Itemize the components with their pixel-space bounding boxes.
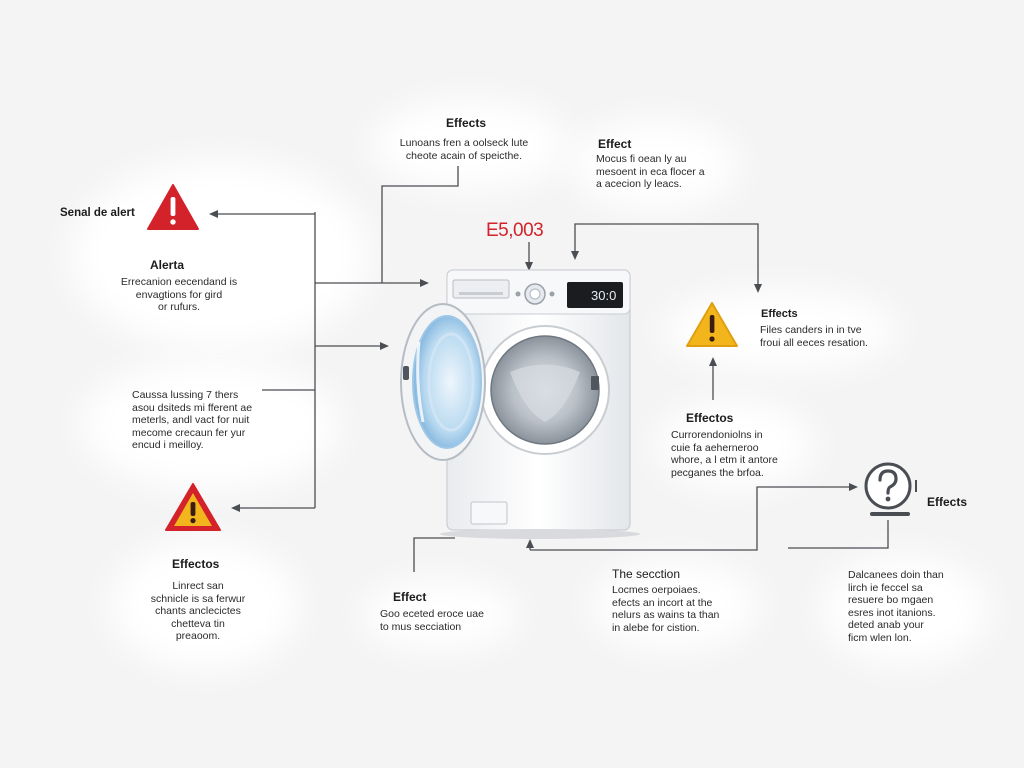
washer-display-text: 30:0 bbox=[591, 288, 616, 303]
bg-patch bbox=[70, 160, 370, 350]
help-question-icon bbox=[864, 462, 917, 516]
warning-triangle-mixed-icon bbox=[165, 483, 221, 531]
effects-help-title: Effects bbox=[927, 495, 968, 509]
bg-patch bbox=[370, 100, 570, 190]
section-title: The secction bbox=[612, 567, 681, 581]
effects-right-title: Effects bbox=[761, 308, 798, 320]
bg-patch bbox=[590, 560, 760, 650]
effects-top-title: Effects bbox=[446, 116, 487, 130]
signal-label: Senal de alert bbox=[60, 207, 135, 219]
bg-patch bbox=[360, 580, 520, 650]
section-body: Locmes oerpoiaes.efects an incort at the… bbox=[612, 584, 720, 634]
error-code: E5,003 bbox=[486, 220, 544, 241]
effectos-left-title: Effectos bbox=[172, 557, 220, 571]
warning-triangle-yellow-icon bbox=[686, 302, 738, 347]
alerta-title: Alerta bbox=[150, 258, 185, 272]
warning-triangle-red-icon bbox=[147, 184, 199, 230]
bg-patch bbox=[570, 120, 740, 210]
effect-top-right-title: Effect bbox=[598, 137, 632, 151]
bg-patch bbox=[80, 360, 340, 490]
effectos-right-title: Effectos bbox=[686, 411, 734, 425]
bg-patch bbox=[110, 540, 300, 670]
bg-patch bbox=[655, 400, 815, 490]
washing-machine-illustration: 30:0 bbox=[400, 269, 640, 539]
bg-patch bbox=[820, 555, 990, 665]
effect-bottom-title: Effect bbox=[393, 590, 427, 604]
